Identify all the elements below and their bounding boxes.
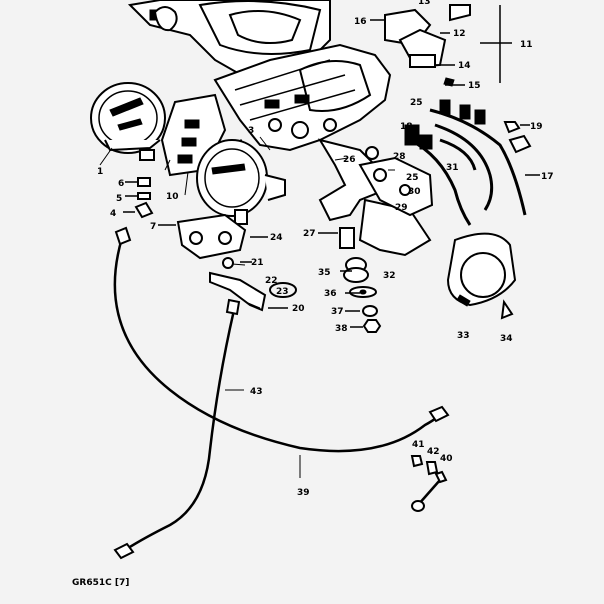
callout-21: 21 bbox=[251, 258, 264, 268]
callout-25-top: 25 bbox=[410, 98, 423, 108]
mount-stack bbox=[318, 227, 382, 333]
callout-31: 31 bbox=[446, 163, 459, 173]
small-fasteners-left bbox=[123, 177, 154, 219]
callout-38: 38 bbox=[335, 324, 348, 334]
callout-labels: 1 3 4 5 6 7 10 11 12 13 14 15 16 17 18 1… bbox=[72, 0, 554, 588]
callout-1: 1 bbox=[97, 167, 103, 177]
leader-lines bbox=[99, 129, 416, 478]
items-40-42 bbox=[410, 455, 448, 512]
callout-16: 16 bbox=[354, 17, 367, 27]
callout-28: 28 bbox=[393, 152, 406, 162]
speedometer-cable bbox=[113, 226, 450, 453]
tachometer-cable bbox=[113, 298, 241, 560]
callout-30: 30 bbox=[408, 187, 421, 197]
callout-15: 15 bbox=[468, 81, 481, 91]
diagram-code: GR651C [7] bbox=[72, 578, 129, 588]
callout-22: 22 bbox=[265, 276, 278, 286]
speedometer bbox=[90, 82, 166, 161]
callout-34: 34 bbox=[500, 334, 513, 344]
tachometer bbox=[196, 139, 286, 225]
callout-40: 40 bbox=[440, 454, 453, 464]
callout-11: 11 bbox=[520, 40, 533, 50]
callout-37: 37 bbox=[331, 307, 344, 317]
callout-12-top: 12 bbox=[453, 29, 466, 39]
callout-18: 18 bbox=[400, 122, 413, 132]
callout-39: 39 bbox=[297, 488, 310, 498]
callout-4: 4 bbox=[110, 209, 116, 219]
items-20-23 bbox=[209, 257, 297, 312]
callout-20: 20 bbox=[292, 304, 305, 314]
wiring-harness bbox=[370, 4, 540, 226]
callout-36: 36 bbox=[324, 289, 337, 299]
callout-27: 27 bbox=[303, 229, 316, 239]
callout-5: 5 bbox=[116, 194, 122, 204]
callout-24: 24 bbox=[270, 233, 283, 243]
callout-14: 14 bbox=[458, 61, 471, 71]
callout-19: 19 bbox=[530, 122, 543, 132]
callout-6: 6 bbox=[118, 179, 124, 189]
callout-32: 32 bbox=[383, 271, 396, 281]
callout-33: 33 bbox=[457, 331, 470, 341]
callout-3: 3 bbox=[248, 126, 254, 136]
callout-13: 13 bbox=[418, 0, 431, 7]
callout-7: 7 bbox=[150, 222, 156, 232]
callout-41: 41 bbox=[412, 440, 425, 450]
callout-10: 10 bbox=[166, 192, 179, 202]
lower-bracket bbox=[158, 213, 268, 260]
callout-26: 26 bbox=[343, 155, 356, 165]
callout-35: 35 bbox=[318, 268, 331, 278]
callout-17: 17 bbox=[541, 172, 554, 182]
meter-panel bbox=[213, 43, 392, 152]
callout-23: 23 bbox=[276, 287, 289, 297]
callout-25-mid: 25 bbox=[406, 173, 419, 183]
callout-42: 42 bbox=[427, 447, 440, 457]
bracket-right bbox=[317, 138, 434, 257]
headlight-ring bbox=[446, 232, 517, 320]
callout-29: 29 bbox=[395, 203, 408, 213]
callout-43: 43 bbox=[250, 387, 263, 397]
